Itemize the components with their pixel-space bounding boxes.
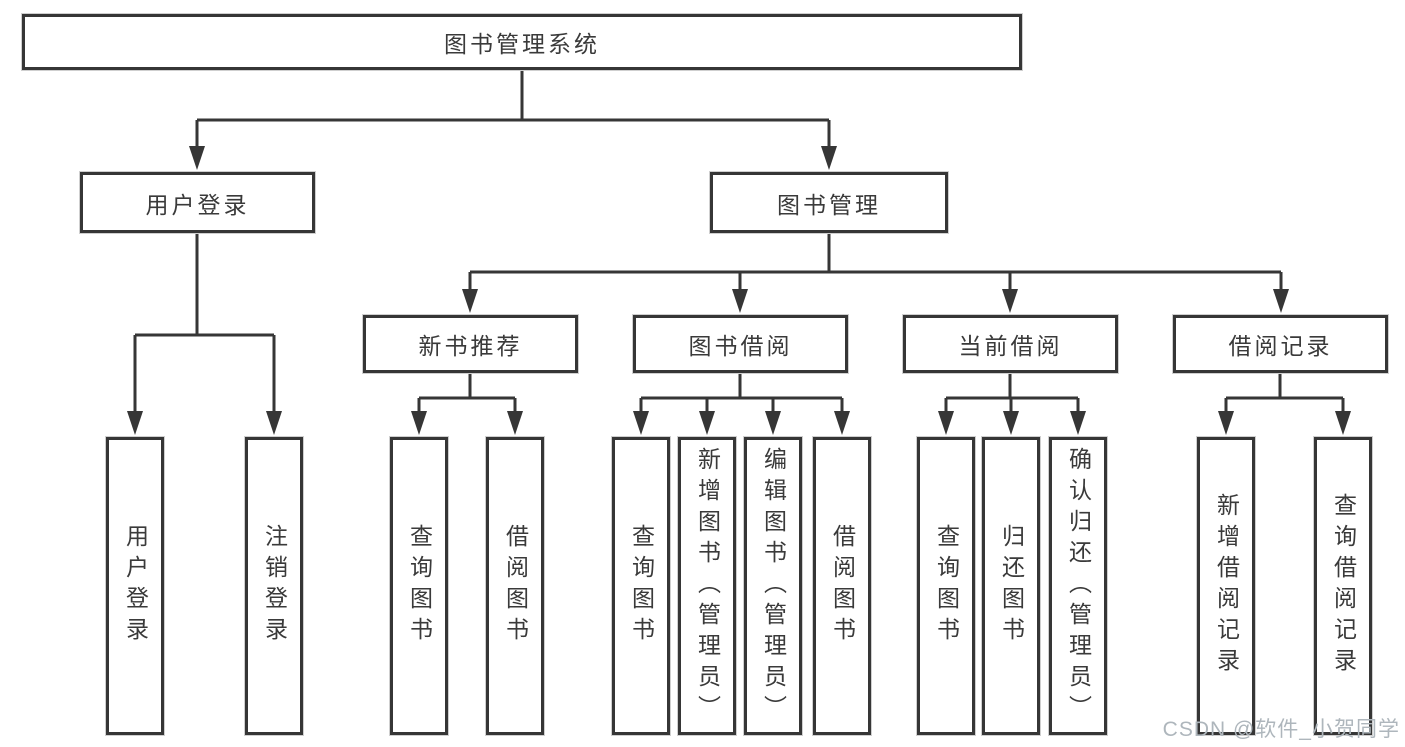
node-label: 用户登录 (122, 524, 149, 648)
node-label: 确认归还（管理员） (1065, 446, 1092, 726)
node-label: 借阅记录 (1228, 333, 1333, 359)
leaf-borrowing-borrow-books: 借阅图书 (813, 437, 871, 735)
leaf-user-login: 用户登录 (106, 437, 164, 735)
node-label: 查询借阅记录 (1330, 493, 1357, 679)
leaf-records-query-borrow-record: 查询借阅记录 (1314, 437, 1372, 735)
leaf-borrowing-edit-books-admin: 编辑图书（管理员） (744, 437, 802, 735)
node-root: 图书管理系统 (22, 14, 1022, 70)
node-label: 新书推荐 (418, 333, 523, 359)
node-user-login: 用户登录 (80, 172, 315, 233)
node-label: 借阅图书 (502, 524, 529, 648)
arrow-down-icons (127, 146, 1351, 435)
csdn-watermark: CSDN @软件_小贺同学 (1162, 718, 1400, 741)
leaf-current-return-books: 归还图书 (982, 437, 1040, 735)
node-label: 新增借阅记录 (1213, 493, 1240, 679)
node-label: 查询图书 (933, 524, 960, 648)
node-borrow-records: 借阅记录 (1173, 315, 1388, 373)
node-label: 归还图书 (998, 524, 1025, 648)
node-label: 图书借阅 (688, 333, 793, 359)
leaf-borrowing-add-books-admin: 新增图书（管理员） (678, 437, 736, 735)
leaf-newbook-query-books: 查询图书 (390, 437, 448, 735)
node-label: 当前借阅 (958, 333, 1063, 359)
node-label: 查询图书 (628, 524, 655, 648)
leaf-borrowing-query-books: 查询图书 (612, 437, 670, 735)
leaf-records-add-borrow-record: 新增借阅记录 (1197, 437, 1255, 735)
tree-edges (133, 70, 1345, 414)
node-label: 编辑图书（管理员） (760, 446, 787, 726)
node-label: 新增图书（管理员） (694, 446, 721, 726)
node-label: 用户登录 (145, 191, 250, 218)
leaf-logout: 注销登录 (245, 437, 303, 735)
node-label: 借阅图书 (829, 524, 856, 648)
node-new-book-recommend: 新书推荐 (363, 315, 578, 373)
node-book-borrowing: 图书借阅 (633, 315, 848, 373)
node-label: 图书管理系统 (444, 31, 600, 57)
node-label: 注销登录 (261, 524, 288, 648)
node-label: 图书管理 (777, 191, 881, 218)
leaf-current-confirm-return-admin: 确认归还（管理员） (1049, 437, 1107, 735)
leaf-newbook-borrow-books: 借阅图书 (486, 437, 544, 735)
node-book-management: 图书管理 (710, 172, 948, 233)
leaf-current-query-books: 查询图书 (917, 437, 975, 735)
node-label: 查询图书 (406, 524, 433, 648)
node-current-borrowing: 当前借阅 (903, 315, 1118, 373)
